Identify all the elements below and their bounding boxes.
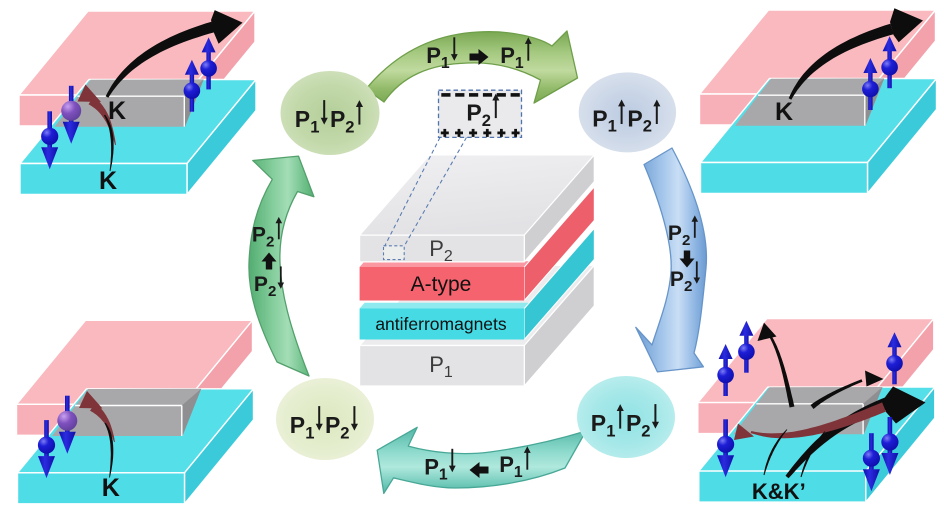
- svg-text:antiferromagnets: antiferromagnets: [375, 314, 507, 334]
- svg-text:P: P: [592, 105, 607, 131]
- svg-text:P: P: [426, 43, 441, 68]
- svg-text:P1: P1: [429, 352, 453, 381]
- svg-text:1: 1: [441, 55, 450, 72]
- svg-text:P: P: [424, 455, 439, 480]
- svg-text:1: 1: [439, 467, 448, 484]
- svg-text:P: P: [499, 452, 514, 477]
- svg-text:P: P: [330, 106, 345, 132]
- svg-text:2: 2: [682, 232, 690, 249]
- svg-text:P: P: [627, 105, 642, 131]
- svg-text:P: P: [626, 410, 641, 436]
- svg-text:2: 2: [266, 233, 274, 250]
- svg-text:2: 2: [482, 111, 491, 130]
- svg-text:P: P: [254, 273, 268, 296]
- svg-text:P: P: [670, 268, 684, 291]
- svg-text:K&K’: K&K’: [752, 479, 806, 504]
- svg-text:2: 2: [340, 423, 349, 442]
- svg-text:K: K: [775, 98, 793, 126]
- svg-text:P: P: [252, 224, 266, 247]
- svg-text:2: 2: [268, 283, 276, 300]
- svg-text:2: 2: [684, 278, 692, 295]
- svg-text:2: 2: [643, 117, 652, 136]
- svg-text:1: 1: [608, 117, 617, 136]
- svg-text:2: 2: [345, 117, 354, 136]
- svg-text:K: K: [99, 167, 117, 195]
- svg-text:P: P: [668, 222, 682, 245]
- svg-text:1: 1: [310, 117, 319, 136]
- svg-text:1: 1: [514, 464, 523, 481]
- svg-text:P2: P2: [429, 236, 453, 265]
- svg-text:P: P: [466, 100, 481, 126]
- svg-text:P: P: [290, 412, 305, 438]
- svg-text:P: P: [591, 410, 606, 436]
- svg-text:2: 2: [641, 421, 650, 440]
- svg-text:K: K: [108, 97, 126, 125]
- svg-text:K: K: [102, 474, 120, 502]
- svg-text:P: P: [295, 106, 310, 132]
- svg-text:1: 1: [305, 423, 314, 442]
- svg-text:A-type: A-type: [411, 273, 472, 296]
- svg-text:1: 1: [606, 421, 615, 440]
- svg-text:P: P: [500, 43, 515, 68]
- svg-text:1: 1: [515, 55, 524, 72]
- svg-text:P: P: [325, 412, 340, 438]
